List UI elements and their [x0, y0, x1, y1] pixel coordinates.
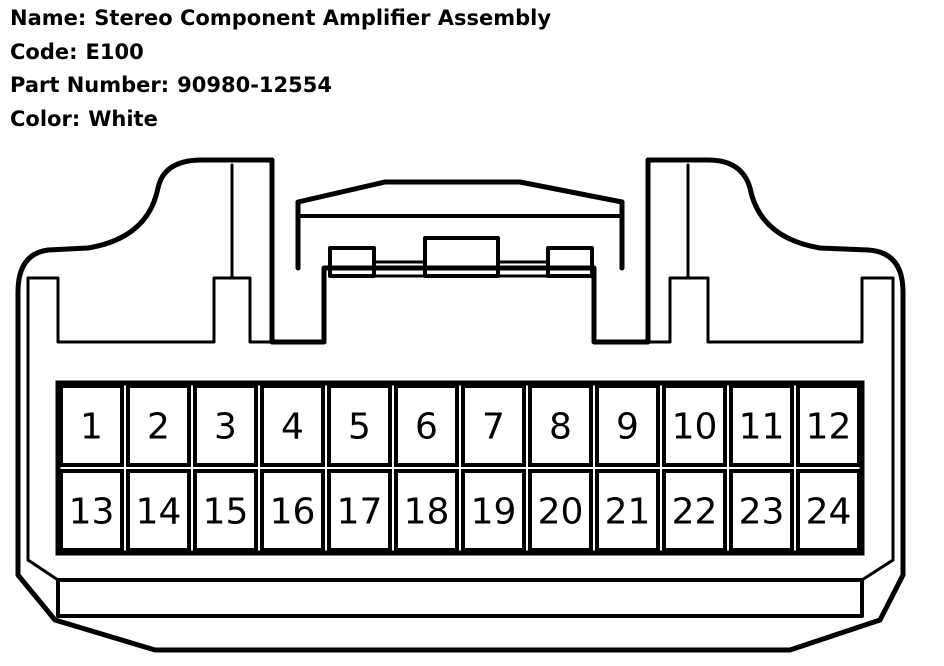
part-number-line: Part Number: 90980-12554	[10, 69, 551, 103]
left-side-rail	[26, 276, 60, 582]
pin-label-1: 1	[80, 407, 103, 448]
code-line: Code: E100	[10, 36, 551, 70]
pin-cell-4	[260, 384, 325, 467]
pin-cell-19	[461, 469, 526, 552]
name-label: Name:	[10, 6, 87, 30]
pin-cell-16	[260, 469, 325, 552]
pin-cell-20	[528, 469, 593, 552]
pin-cell-23	[729, 469, 794, 552]
pin-label-24: 24	[806, 492, 852, 533]
pin-cell-21	[595, 469, 660, 552]
pin-label-21: 21	[605, 492, 651, 533]
pin-cell-17	[327, 469, 392, 552]
right-inner-wall	[646, 163, 895, 344]
part-number-value: 90980-12554	[177, 73, 332, 97]
pin-cell-22	[662, 469, 727, 552]
pin-label-11: 11	[739, 407, 785, 448]
pin-label-20: 20	[538, 492, 584, 533]
color-line: Color: White	[10, 103, 551, 137]
pin-cell-10	[662, 384, 727, 467]
pin-label-3: 3	[214, 407, 237, 448]
latch-connector-bar	[372, 260, 550, 278]
pin-label-2: 2	[147, 407, 170, 448]
pin-label-14: 14	[136, 492, 182, 533]
latch-block-left	[328, 246, 376, 278]
connector-info: Name: Stereo Component Amplifier Assembly…	[10, 2, 551, 136]
pin-label-12: 12	[806, 407, 852, 448]
pin-label-7: 7	[482, 407, 505, 448]
pin-label-13: 13	[69, 492, 115, 533]
latch-block-right	[546, 246, 594, 278]
pin-label-16: 16	[270, 492, 316, 533]
pin-label-9: 9	[616, 407, 639, 448]
pin-label-15: 15	[203, 492, 249, 533]
pin-label-8: 8	[549, 407, 572, 448]
pin-cell-3	[193, 384, 258, 467]
pin-label-17: 17	[337, 492, 383, 533]
top-latch-tab	[295, 179, 625, 271]
pin-label-5: 5	[348, 407, 371, 448]
name-line: Name: Stereo Component Amplifier Assembly	[10, 2, 551, 36]
connector-housing-outline	[15, 157, 906, 653]
pin-cell-18	[394, 469, 459, 552]
pin-cell-15	[193, 469, 258, 552]
color-label: Color:	[10, 106, 81, 131]
right-side-rail	[860, 276, 895, 582]
pin-label-23: 23	[739, 492, 785, 533]
pin-cell-6	[394, 384, 459, 467]
pin-label-18: 18	[404, 492, 450, 533]
bottom-ledge	[56, 578, 864, 618]
pin-label-19: 19	[471, 492, 517, 533]
pin-cell-13	[59, 469, 124, 552]
part-number-label: Part Number:	[10, 73, 170, 97]
pin-cell-24	[796, 469, 861, 552]
pin-cell-1	[59, 384, 124, 467]
code-value: E100	[85, 39, 144, 64]
pin-grid-frame	[55, 380, 865, 556]
pin-label-4: 4	[281, 407, 304, 448]
pin-label-6: 6	[415, 407, 438, 448]
pin-cell-7	[461, 384, 526, 467]
pin-cell-8	[528, 384, 593, 467]
pin-cell-11	[729, 384, 794, 467]
pin-cell-14	[126, 469, 191, 552]
name-value: Stereo Component Amplifier Assembly	[94, 6, 552, 30]
pin-cell-2	[126, 384, 191, 467]
color-value: White	[88, 106, 158, 131]
pin-cell-5	[327, 384, 392, 467]
pin-label-22: 22	[672, 492, 718, 533]
code-label: Code:	[10, 39, 78, 64]
pin-cell-9	[595, 384, 660, 467]
left-inner-wall	[26, 163, 274, 344]
pin-cell-12	[796, 384, 861, 467]
pin-label-10: 10	[672, 407, 718, 448]
